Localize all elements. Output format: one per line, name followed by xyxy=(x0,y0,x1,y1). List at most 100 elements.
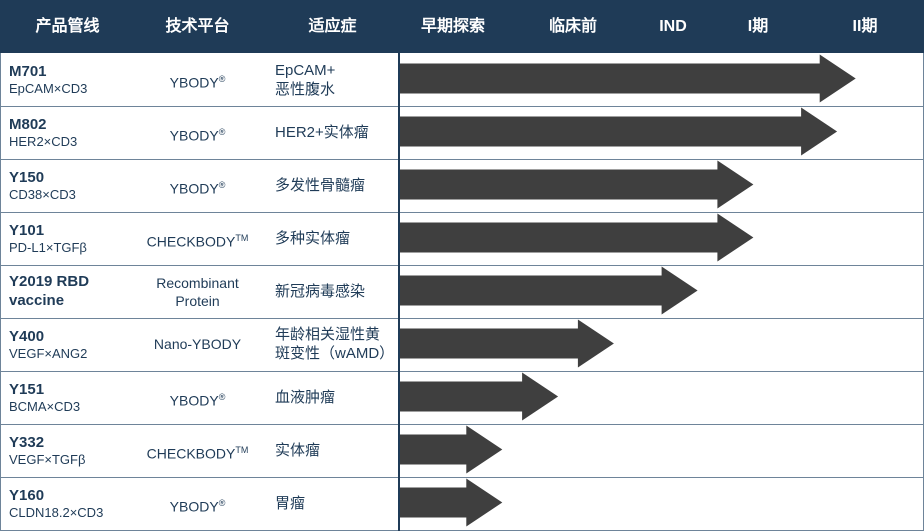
progress-arrow xyxy=(400,372,559,421)
indication-line1: 年龄相关湿性黄 xyxy=(275,326,381,343)
indication-line1: 实体瘤 xyxy=(275,442,321,459)
row-divider xyxy=(0,159,924,160)
product-target: CD38×CD3 xyxy=(9,187,76,202)
progress-arrow xyxy=(400,213,754,262)
product-target: PD-L1×TGFβ xyxy=(9,240,87,255)
platform-name: YBODY xyxy=(169,74,219,91)
platform-name: YBODY xyxy=(169,392,219,409)
table-row: M701 EpCAM×CD3 YBODY® EpCAM+ 恶性腹水 xyxy=(0,53,924,106)
product-target: CLDN18.2×CD3 xyxy=(9,505,104,520)
platform-cell: Recombinant Protein xyxy=(115,274,280,310)
header-product: 产品管线 xyxy=(35,18,100,35)
platform-cell: CHECKBODYTM xyxy=(115,229,280,251)
platform-mark: ® xyxy=(218,74,226,84)
row-divider xyxy=(0,424,924,425)
product-cell: Y400 VEGF×ANG2 xyxy=(9,327,87,362)
platform-name: YBODY xyxy=(169,180,219,197)
header-stage-preclinical: 临床前 xyxy=(548,18,597,35)
table-row: Y160 CLDN18.2×CD3 YBODY® 胃瘤 xyxy=(0,477,924,530)
table-row: Y101 PD-L1×TGFβ CHECKBODYTM 多种实体瘤 xyxy=(0,212,924,265)
header-stage-early: 早期探索 xyxy=(420,18,485,35)
platform-cell: Nano-YBODY xyxy=(115,335,280,353)
indication-cell: 多发性骨髓瘤 xyxy=(275,176,400,195)
platform-cell: YBODY® xyxy=(115,388,280,410)
header-stage-ind: IND xyxy=(659,18,687,35)
header-stage-phase1: I期 xyxy=(747,18,769,35)
product-target: HER2×CD3 xyxy=(9,134,78,149)
progress-arrow xyxy=(400,319,614,368)
platform-cell: CHECKBODYTM xyxy=(115,441,280,463)
header-platform: 技术平台 xyxy=(165,18,230,35)
indication-line1: 新冠病毒感染 xyxy=(275,283,366,300)
product-cell: Y332 VEGF×TGFβ xyxy=(9,433,85,468)
platform-mark: ® xyxy=(218,498,226,508)
platform-name: CHECKBODY xyxy=(146,445,236,462)
table-border-left xyxy=(0,53,1,531)
row-divider xyxy=(0,477,924,478)
indication-cell: 实体瘤 xyxy=(275,441,400,460)
platform-name: CHECKBODY xyxy=(146,233,236,250)
platform-mark: ® xyxy=(218,180,226,190)
product-target: VEGF×TGFβ xyxy=(9,452,86,467)
product-cell: Y160 CLDN18.2×CD3 xyxy=(9,486,103,521)
indication-cell: 新冠病毒感染 xyxy=(275,282,400,301)
platform-name: YBODY xyxy=(169,127,219,144)
platform-cell: YBODY® xyxy=(115,123,280,145)
indication-line2: 斑变性（wAMD） xyxy=(275,345,395,362)
indication-cell: EpCAM+ 恶性腹水 xyxy=(275,61,400,99)
progress-arrow xyxy=(400,266,698,315)
row-divider xyxy=(0,212,924,213)
product-name: M701 xyxy=(9,63,47,80)
product-name: Y400 xyxy=(9,328,45,345)
platform-cell: YBODY® xyxy=(115,176,280,198)
product-name: Y160 xyxy=(9,487,45,504)
indication-line1: EpCAM+ xyxy=(275,62,336,79)
indication-line2: 恶性腹水 xyxy=(275,81,336,98)
table-row: Y400 VEGF×ANG2 Nano-YBODY 年龄相关湿性黄 斑变性（wA… xyxy=(0,318,924,371)
indication-line1: 多种实体瘤 xyxy=(275,230,351,247)
progress-arrow xyxy=(400,160,754,209)
product-cell: M701 EpCAM×CD3 xyxy=(9,62,87,97)
product-name: Y150 xyxy=(9,169,45,186)
platform-mark: TM xyxy=(235,233,249,243)
platform-cell: YBODY® xyxy=(115,494,280,516)
product-cell: Y150 CD38×CD3 xyxy=(9,168,76,203)
progress-arrow xyxy=(400,425,503,474)
product-name: Y2019 RBD xyxy=(9,273,90,290)
indication-cell: 胃瘤 xyxy=(275,494,400,513)
row-divider xyxy=(0,106,924,107)
header-bar: 产品管线 技术平台 适应症 早期探索 临床前 IND I期 II期 xyxy=(0,0,924,53)
table-row: Y332 VEGF×TGFβ CHECKBODYTM 实体瘤 xyxy=(0,424,924,477)
indication-cell: 年龄相关湿性黄 斑变性（wAMD） xyxy=(275,325,400,363)
product-name: M802 xyxy=(9,116,47,133)
product-target: VEGF×ANG2 xyxy=(9,346,88,361)
progress-arrow xyxy=(400,107,838,156)
indication-line1: 血液肿瘤 xyxy=(275,389,336,406)
stage-axis-line xyxy=(398,53,400,531)
table-row: Y151 BCMA×CD3 YBODY® 血液肿瘤 xyxy=(0,371,924,424)
product-cell: Y151 BCMA×CD3 xyxy=(9,380,80,415)
product-target: EpCAM×CD3 xyxy=(9,81,88,96)
indication-cell: 多种实体瘤 xyxy=(275,229,400,248)
indication-line1: 胃瘤 xyxy=(275,495,306,512)
platform-name: Nano-YBODY xyxy=(153,336,242,352)
product-cell: Y101 PD-L1×TGFβ xyxy=(9,221,87,256)
platform-mark: TM xyxy=(235,445,249,455)
progress-arrow xyxy=(400,478,503,527)
table-row: Y2019 RBD vaccine Recombinant Protein 新冠… xyxy=(0,265,924,318)
product-name: Y151 xyxy=(9,381,45,398)
progress-arrow xyxy=(400,54,856,103)
indication-cell: HER2+实体瘤 xyxy=(275,123,400,142)
row-divider xyxy=(0,371,924,372)
header-stage-phase2: II期 xyxy=(852,18,878,35)
platform-name-line2: Protein xyxy=(175,293,220,309)
row-divider xyxy=(0,265,924,266)
platform-mark: ® xyxy=(218,392,226,402)
table-row: Y150 CD38×CD3 YBODY® 多发性骨髓瘤 xyxy=(0,159,924,212)
product-name-line2: vaccine xyxy=(9,292,65,309)
platform-name: YBODY xyxy=(169,498,219,515)
indication-line1: HER2+实体瘤 xyxy=(275,124,369,141)
indication-line1: 多发性骨髓瘤 xyxy=(275,177,366,194)
